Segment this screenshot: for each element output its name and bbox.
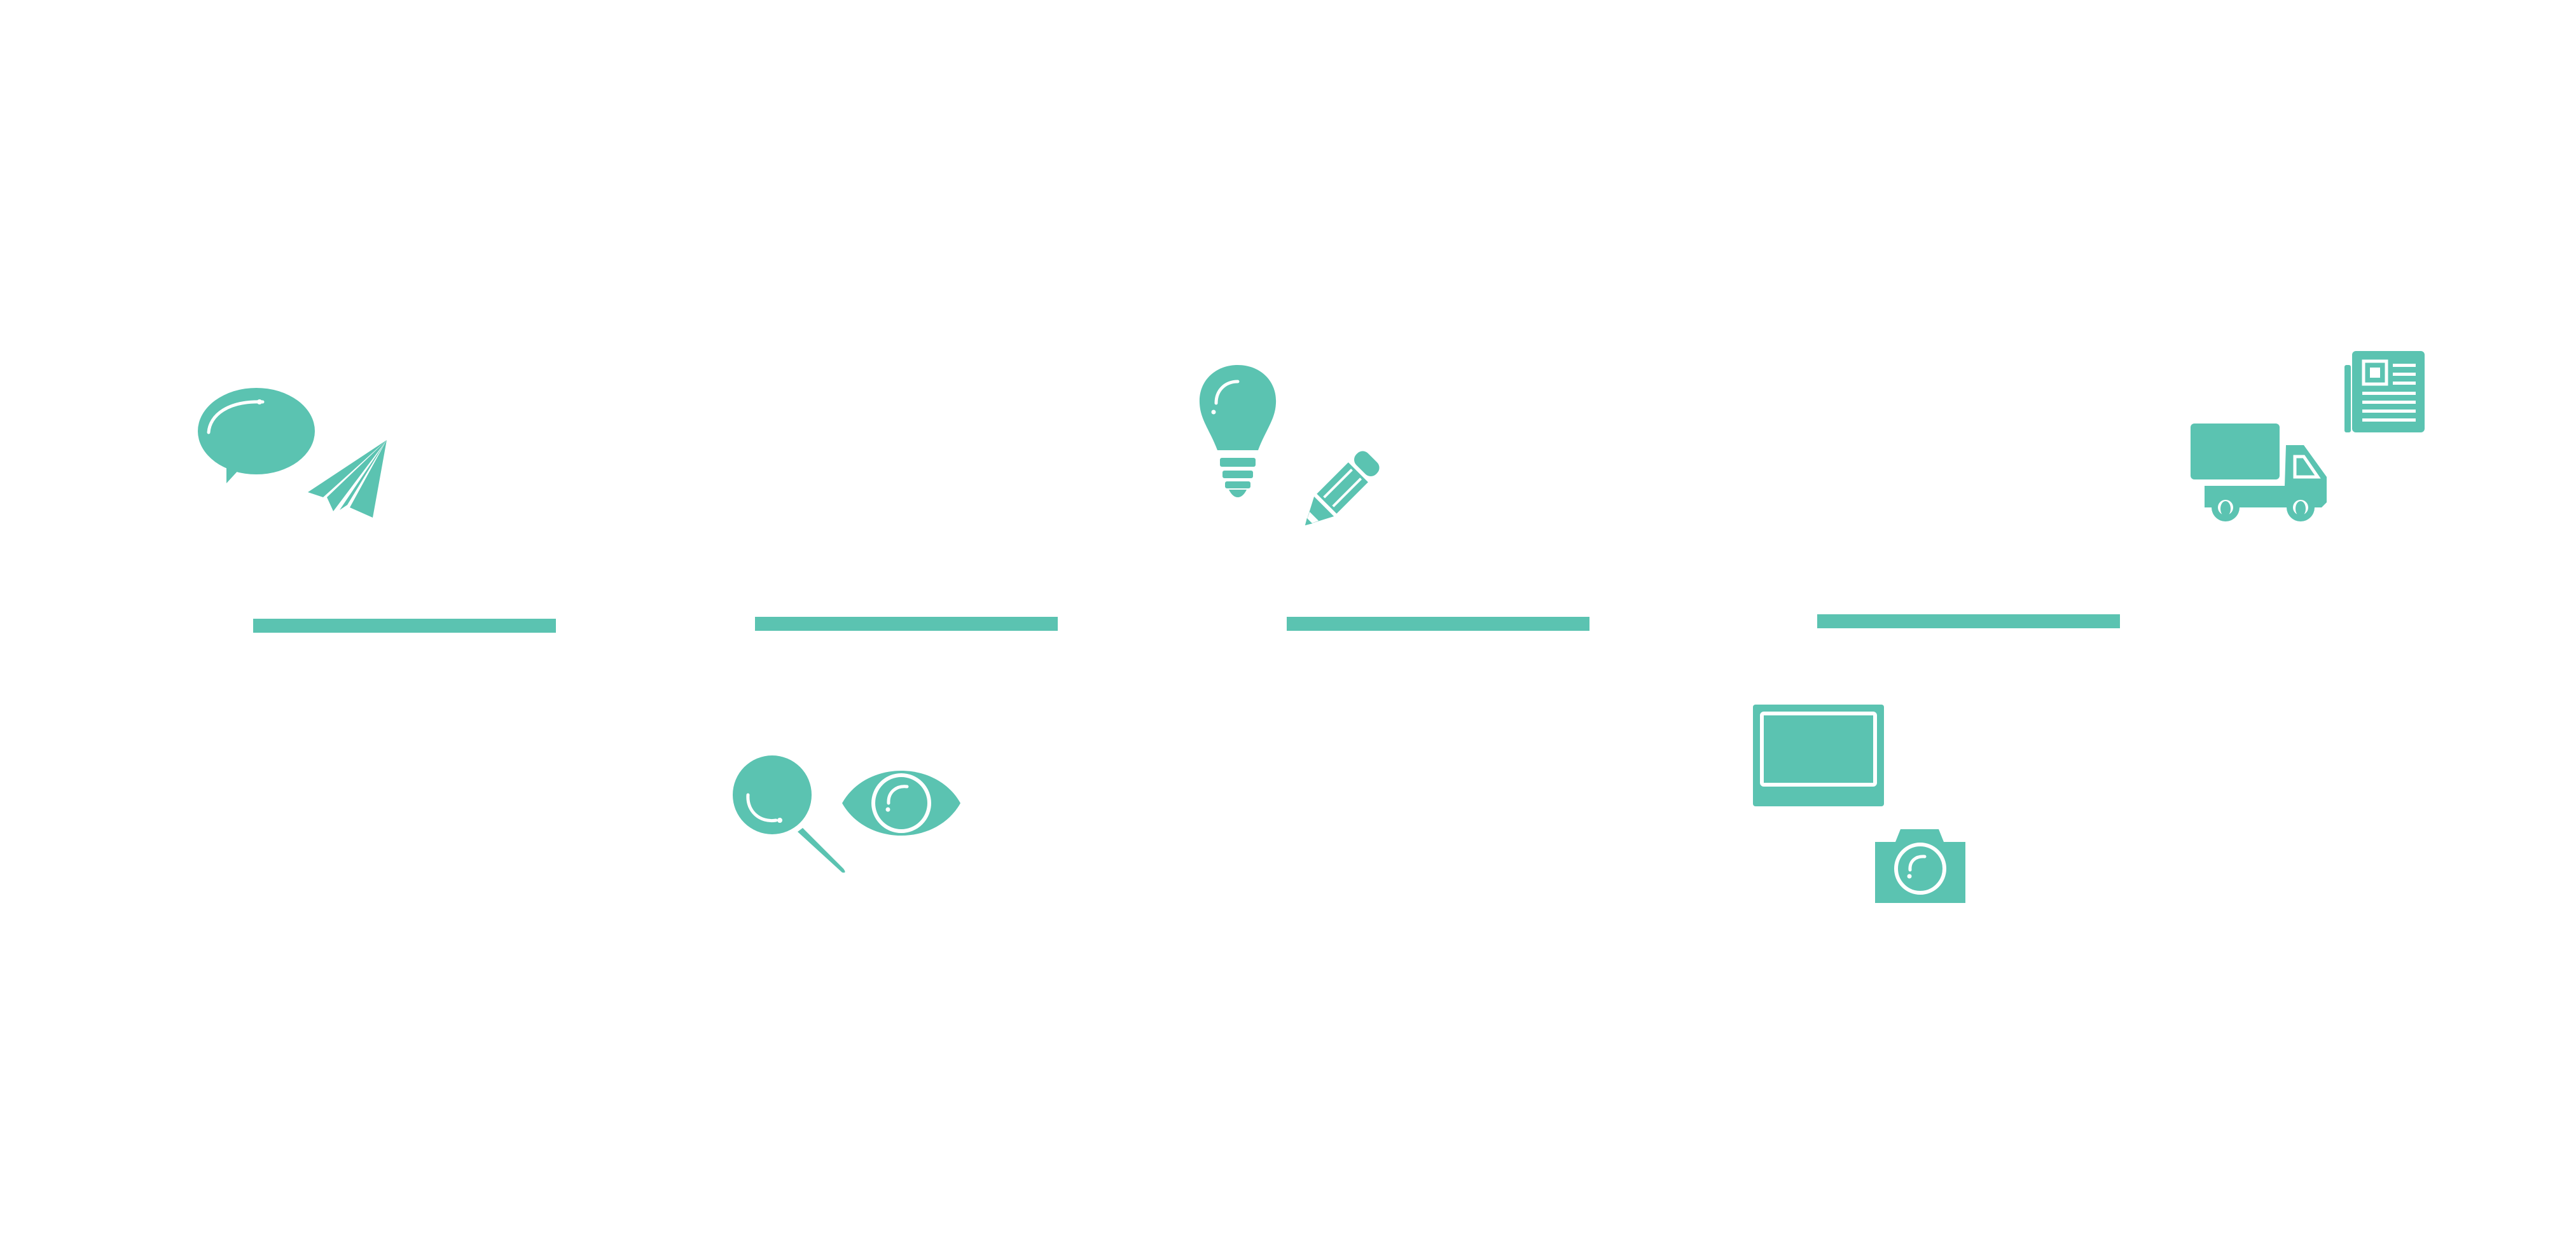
paper-plane-icon — [308, 440, 387, 518]
timeline-segment-3 — [1287, 617, 1589, 631]
speech-bubble-icon — [198, 388, 315, 483]
light-bulb-icon — [1199, 365, 1277, 497]
delivery-truck-icon — [2191, 424, 2327, 521]
timeline-segment-2 — [755, 617, 1058, 631]
monitor-icon — [1753, 705, 1884, 806]
camera-icon — [1875, 829, 1965, 903]
magnifier-icon — [733, 755, 845, 873]
pencil-icon — [1305, 451, 1380, 526]
timeline-segment-4 — [1817, 614, 2120, 628]
eye-icon — [842, 771, 960, 836]
newspaper-icon — [2344, 351, 2425, 432]
timeline-segment-1 — [253, 619, 556, 633]
